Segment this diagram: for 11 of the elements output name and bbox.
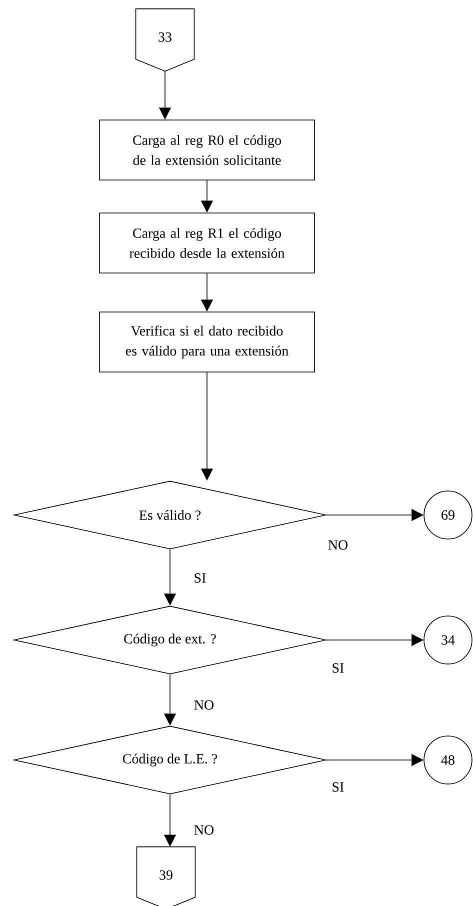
edge-label: NO <box>326 539 350 551</box>
edge-label: SI <box>192 572 208 584</box>
edge-label: SI <box>330 662 346 674</box>
offpage-connector: 33 <box>135 8 195 72</box>
offpage-connector: 39 <box>136 846 196 906</box>
process-box: Verifica si el dato recibido es válido para una extensión <box>99 312 315 372</box>
process-box: Carga al reg R0 el código de la extensión solicitante <box>99 120 315 180</box>
process-box: Carga al reg R1 el código recibido desde la extensión <box>99 212 315 274</box>
edge-label: NO <box>192 699 216 711</box>
edge-label: SI <box>330 781 346 793</box>
edge-label: NO <box>192 824 216 836</box>
